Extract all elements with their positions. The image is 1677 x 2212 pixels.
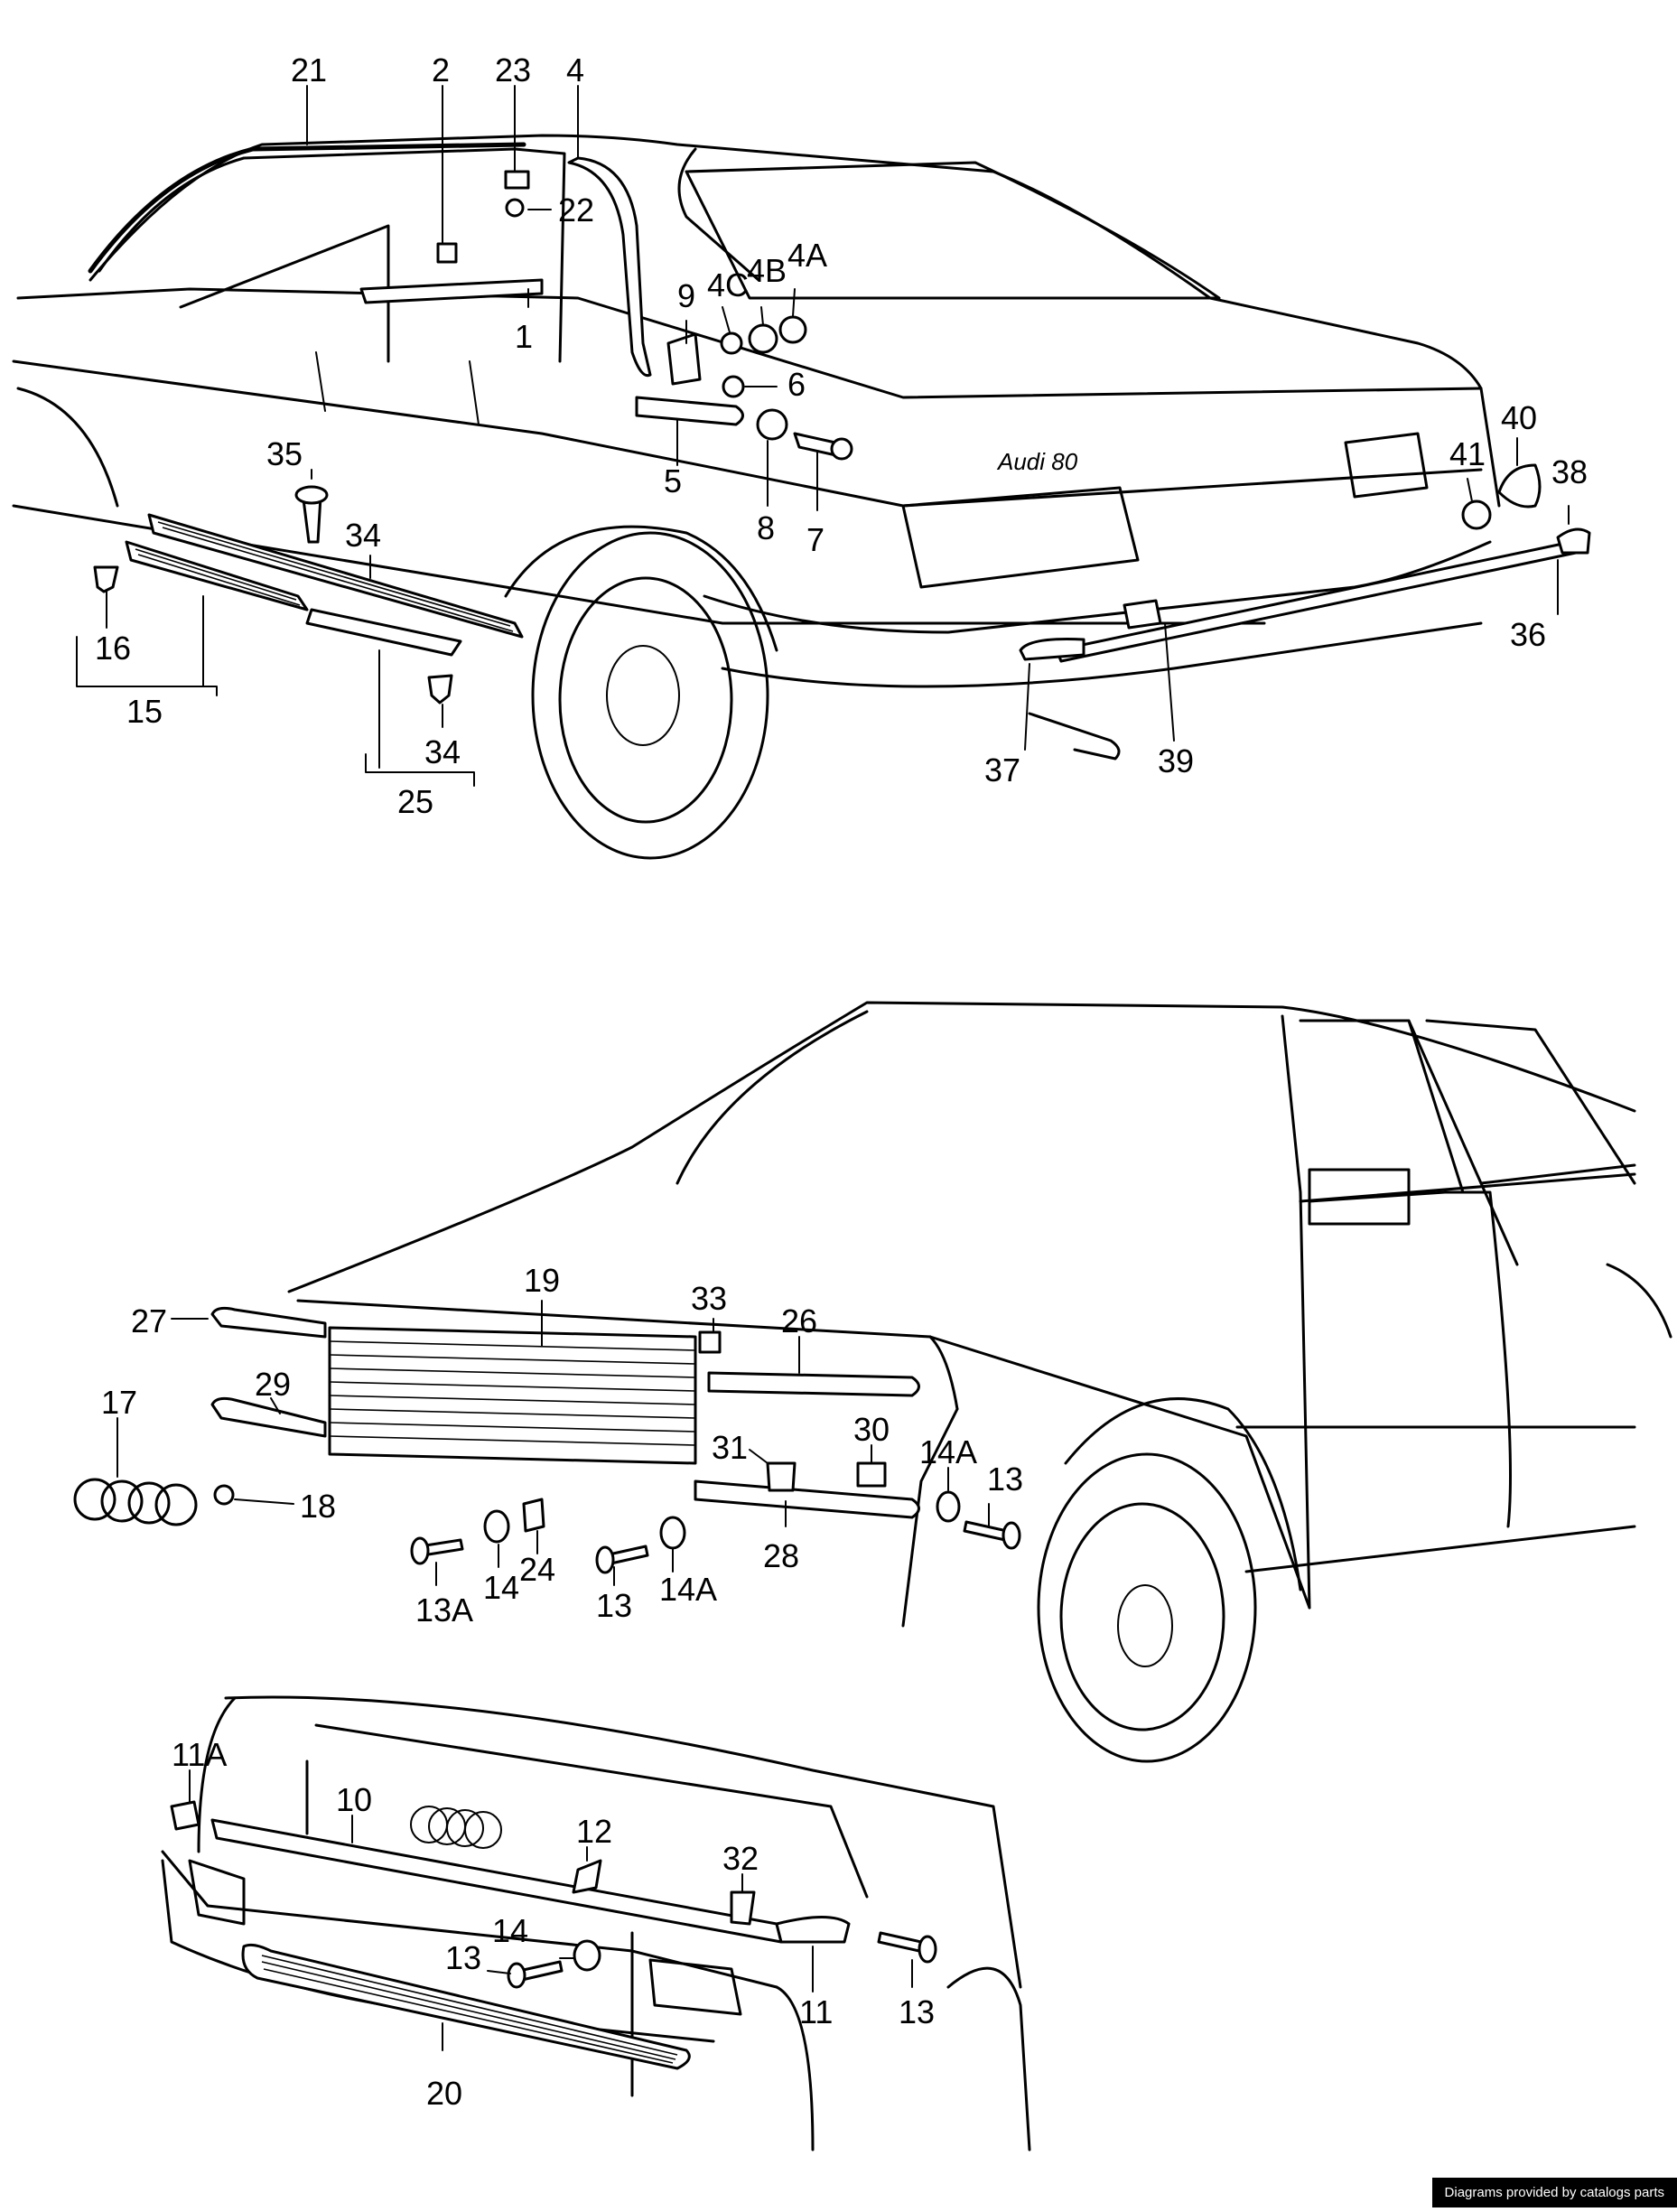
callout-label: 27 — [131, 1302, 167, 1339]
nut-22 — [505, 198, 525, 218]
callout-label: 14A — [919, 1433, 977, 1470]
washer-4c — [720, 331, 743, 355]
front-callouts: 27 19 33 26 17 29 18 31 30 14A 13 28 13A… — [101, 1262, 1023, 1629]
callout-label: 30 — [853, 1411, 890, 1448]
callout-label: 32 — [722, 1840, 759, 1877]
callout-label: 14A — [659, 1571, 717, 1608]
callout-label: 24 — [519, 1551, 555, 1588]
bumper-leader-lines — [189, 1769, 913, 2051]
clip-23 — [504, 170, 530, 190]
clip-33 — [698, 1330, 722, 1354]
callout-label: 12 — [576, 1813, 612, 1850]
audi-80-badge: Audi 80 — [996, 448, 1078, 475]
bumper-callouts: 11A 10 12 32 14 13 11 13 20 — [172, 1736, 935, 2112]
callout-label: 9 — [677, 277, 695, 314]
clip-16-right — [427, 674, 453, 705]
buffer-40 — [1497, 463, 1542, 509]
grommet-4b — [748, 323, 778, 354]
callout-label: 11A — [172, 1736, 227, 1773]
callout-label: 31 — [712, 1429, 748, 1466]
callout-label: 17 — [101, 1384, 137, 1421]
callout-label: 37 — [984, 751, 1020, 789]
clip-24 — [522, 1498, 545, 1533]
clip-2 — [436, 242, 458, 264]
callout-label: 13A — [415, 1591, 473, 1629]
rear-leader-lines — [76, 85, 1570, 787]
callout-label: 41 — [1449, 435, 1486, 472]
callout-label: 1 — [515, 318, 533, 355]
bumper-drawing — [161, 1695, 1031, 2151]
callout-label: 34 — [345, 517, 381, 554]
callout-label: 13 — [445, 1939, 481, 1976]
callout-label: 29 — [255, 1366, 291, 1403]
callout-label: 39 — [1158, 742, 1194, 779]
callout-label: 4C — [707, 266, 749, 303]
rear-callouts: 21 2 23 4 22 9 4C 4B 4A 1 6 5 8 7 35 34 … — [95, 51, 1588, 820]
callout-label: 13 — [899, 1993, 935, 2030]
callout-label: 20 — [426, 2075, 462, 2112]
callout-label: 23 — [495, 51, 531, 89]
callout-label: 18 — [300, 1488, 336, 1525]
credit-badge: Diagrams provided by catalogs parts — [1431, 2178, 1677, 2207]
front-car-drawing — [287, 1001, 1672, 1763]
callout-label: 40 — [1501, 399, 1537, 436]
callout-label: 4A — [787, 237, 827, 274]
washer-14a — [659, 1516, 686, 1550]
callout-label: 33 — [691, 1280, 727, 1317]
end-cap-11a — [170, 1800, 200, 1831]
front-leader-lines — [116, 1300, 990, 1586]
rear-parts — [88, 142, 1591, 705]
callout-label: 35 — [266, 435, 303, 472]
callout-label: 14 — [483, 1569, 519, 1606]
callout-label: 7 — [806, 521, 825, 558]
callout-label: 34 — [424, 733, 461, 770]
clip-31 — [766, 1461, 797, 1492]
callout-label: 21 — [291, 51, 327, 89]
front-parts — [73, 1306, 1021, 1574]
callout-label: 19 — [524, 1262, 560, 1299]
callout-label: 13 — [596, 1587, 632, 1624]
callout-label: 5 — [664, 462, 682, 499]
clip-30 — [856, 1461, 887, 1488]
callout-label: 6 — [787, 366, 806, 403]
clip-18 — [213, 1484, 235, 1506]
bumper-parts — [170, 1800, 937, 2070]
rear-car-drawing: Audi 80 — [12, 134, 1501, 860]
callout-label: 26 — [781, 1302, 817, 1339]
callout-label: 25 — [397, 783, 433, 820]
callout-label: 15 — [126, 693, 163, 730]
callout-label: 36 — [1510, 616, 1546, 653]
callout-label: 28 — [763, 1537, 799, 1574]
callout-label: 38 — [1551, 453, 1588, 490]
callout-label: 16 — [95, 630, 131, 667]
callout-label: 10 — [336, 1781, 372, 1818]
clip-12 — [572, 1859, 602, 1894]
bracket-32 — [730, 1890, 756, 1926]
callout-label: 13 — [987, 1461, 1023, 1498]
callout-label: 4B — [747, 252, 787, 289]
callout-label: 22 — [558, 191, 594, 229]
callout-label: 11 — [799, 1993, 833, 2030]
nut-4a — [778, 315, 807, 344]
callout-label: 4 — [566, 51, 584, 89]
clip-16-left — [93, 565, 119, 593]
clip-6 — [722, 375, 745, 398]
callout-label: 14 — [492, 1912, 528, 1949]
callout-label: 8 — [757, 509, 775, 546]
callout-label: 2 — [432, 51, 450, 89]
washer-14 — [483, 1509, 510, 1544]
grommet-8 — [756, 408, 788, 441]
washer-41 — [1461, 499, 1492, 530]
